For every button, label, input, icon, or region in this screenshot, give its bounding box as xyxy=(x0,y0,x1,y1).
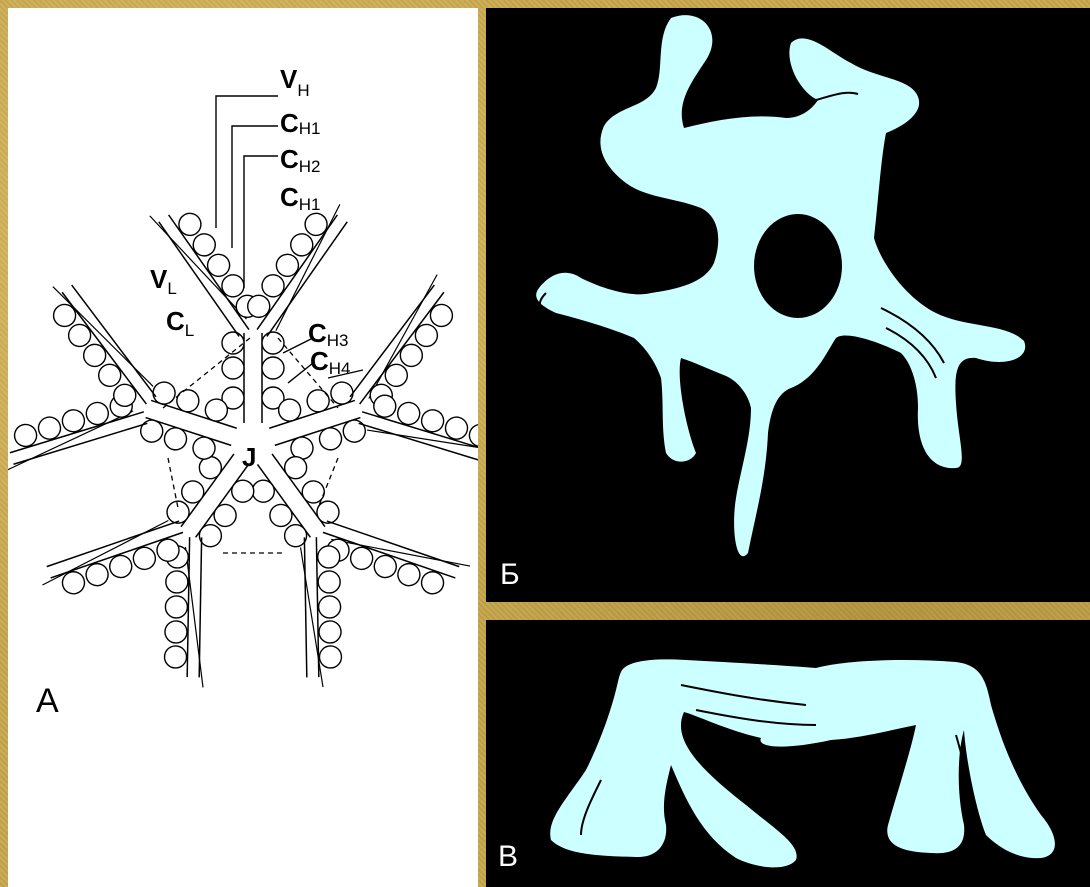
panel-letter-c: В xyxy=(498,842,518,872)
stem-domain xyxy=(162,425,190,453)
stem-domain xyxy=(174,387,202,415)
stem-domain xyxy=(304,387,332,415)
stem-domain xyxy=(138,417,166,445)
pentamer-shape-side xyxy=(550,659,1055,867)
stem-domain xyxy=(317,425,345,453)
ig-domain xyxy=(318,571,340,593)
label-vl: VL xyxy=(150,264,177,298)
label-ch2: CH2 xyxy=(280,144,321,176)
fab-branch xyxy=(38,275,159,418)
stem-domain xyxy=(328,379,356,407)
panel-letter-a: А xyxy=(36,684,59,718)
ig-domain xyxy=(165,621,187,643)
stem-domain xyxy=(262,357,284,379)
stem-domain xyxy=(227,476,258,507)
ig-domain xyxy=(166,571,188,593)
stem-domain xyxy=(340,417,368,445)
model-side-view-panel: В xyxy=(486,620,1090,887)
fab-branch xyxy=(347,275,468,418)
label-j-chain: J xyxy=(242,442,256,472)
central-cavity xyxy=(754,214,842,318)
label-ch1-top: CH1 xyxy=(280,108,321,138)
fab-branch xyxy=(238,193,356,338)
fab-branch xyxy=(36,517,191,603)
stem-domain xyxy=(222,357,244,379)
heavy-chain xyxy=(304,537,318,677)
ig-domain xyxy=(318,546,340,568)
ig-domain xyxy=(165,596,187,618)
label-vh: VH xyxy=(280,64,310,100)
model-top-view xyxy=(486,8,1090,602)
light-chain xyxy=(183,547,205,687)
ig-domain xyxy=(319,621,341,643)
ig-domain xyxy=(319,646,341,668)
stem-domain xyxy=(222,332,244,354)
stem-domain xyxy=(150,379,178,407)
light-chain xyxy=(301,547,323,687)
model-top-view-panel: Б xyxy=(486,8,1090,602)
ig-domain xyxy=(318,596,340,618)
label-ch4: CH4 xyxy=(310,346,351,378)
ig-domain xyxy=(164,646,186,668)
label-cl: CL xyxy=(166,306,194,340)
fab-branch xyxy=(357,390,478,471)
igm-schematic: VH CH1 CH2 CH1 VL CL CH3 CH4 J xyxy=(8,8,478,887)
fc-stem xyxy=(244,333,262,423)
schematic-panel: VH CH1 CH2 CH1 VL CL CH3 CH4 J А xyxy=(8,8,478,887)
fab-branch xyxy=(300,537,342,688)
panel-letter-b: Б xyxy=(500,560,520,590)
stem-domain xyxy=(262,332,284,354)
label-ch1-bottom: CH1 xyxy=(280,182,321,214)
model-side-view xyxy=(486,620,1090,887)
